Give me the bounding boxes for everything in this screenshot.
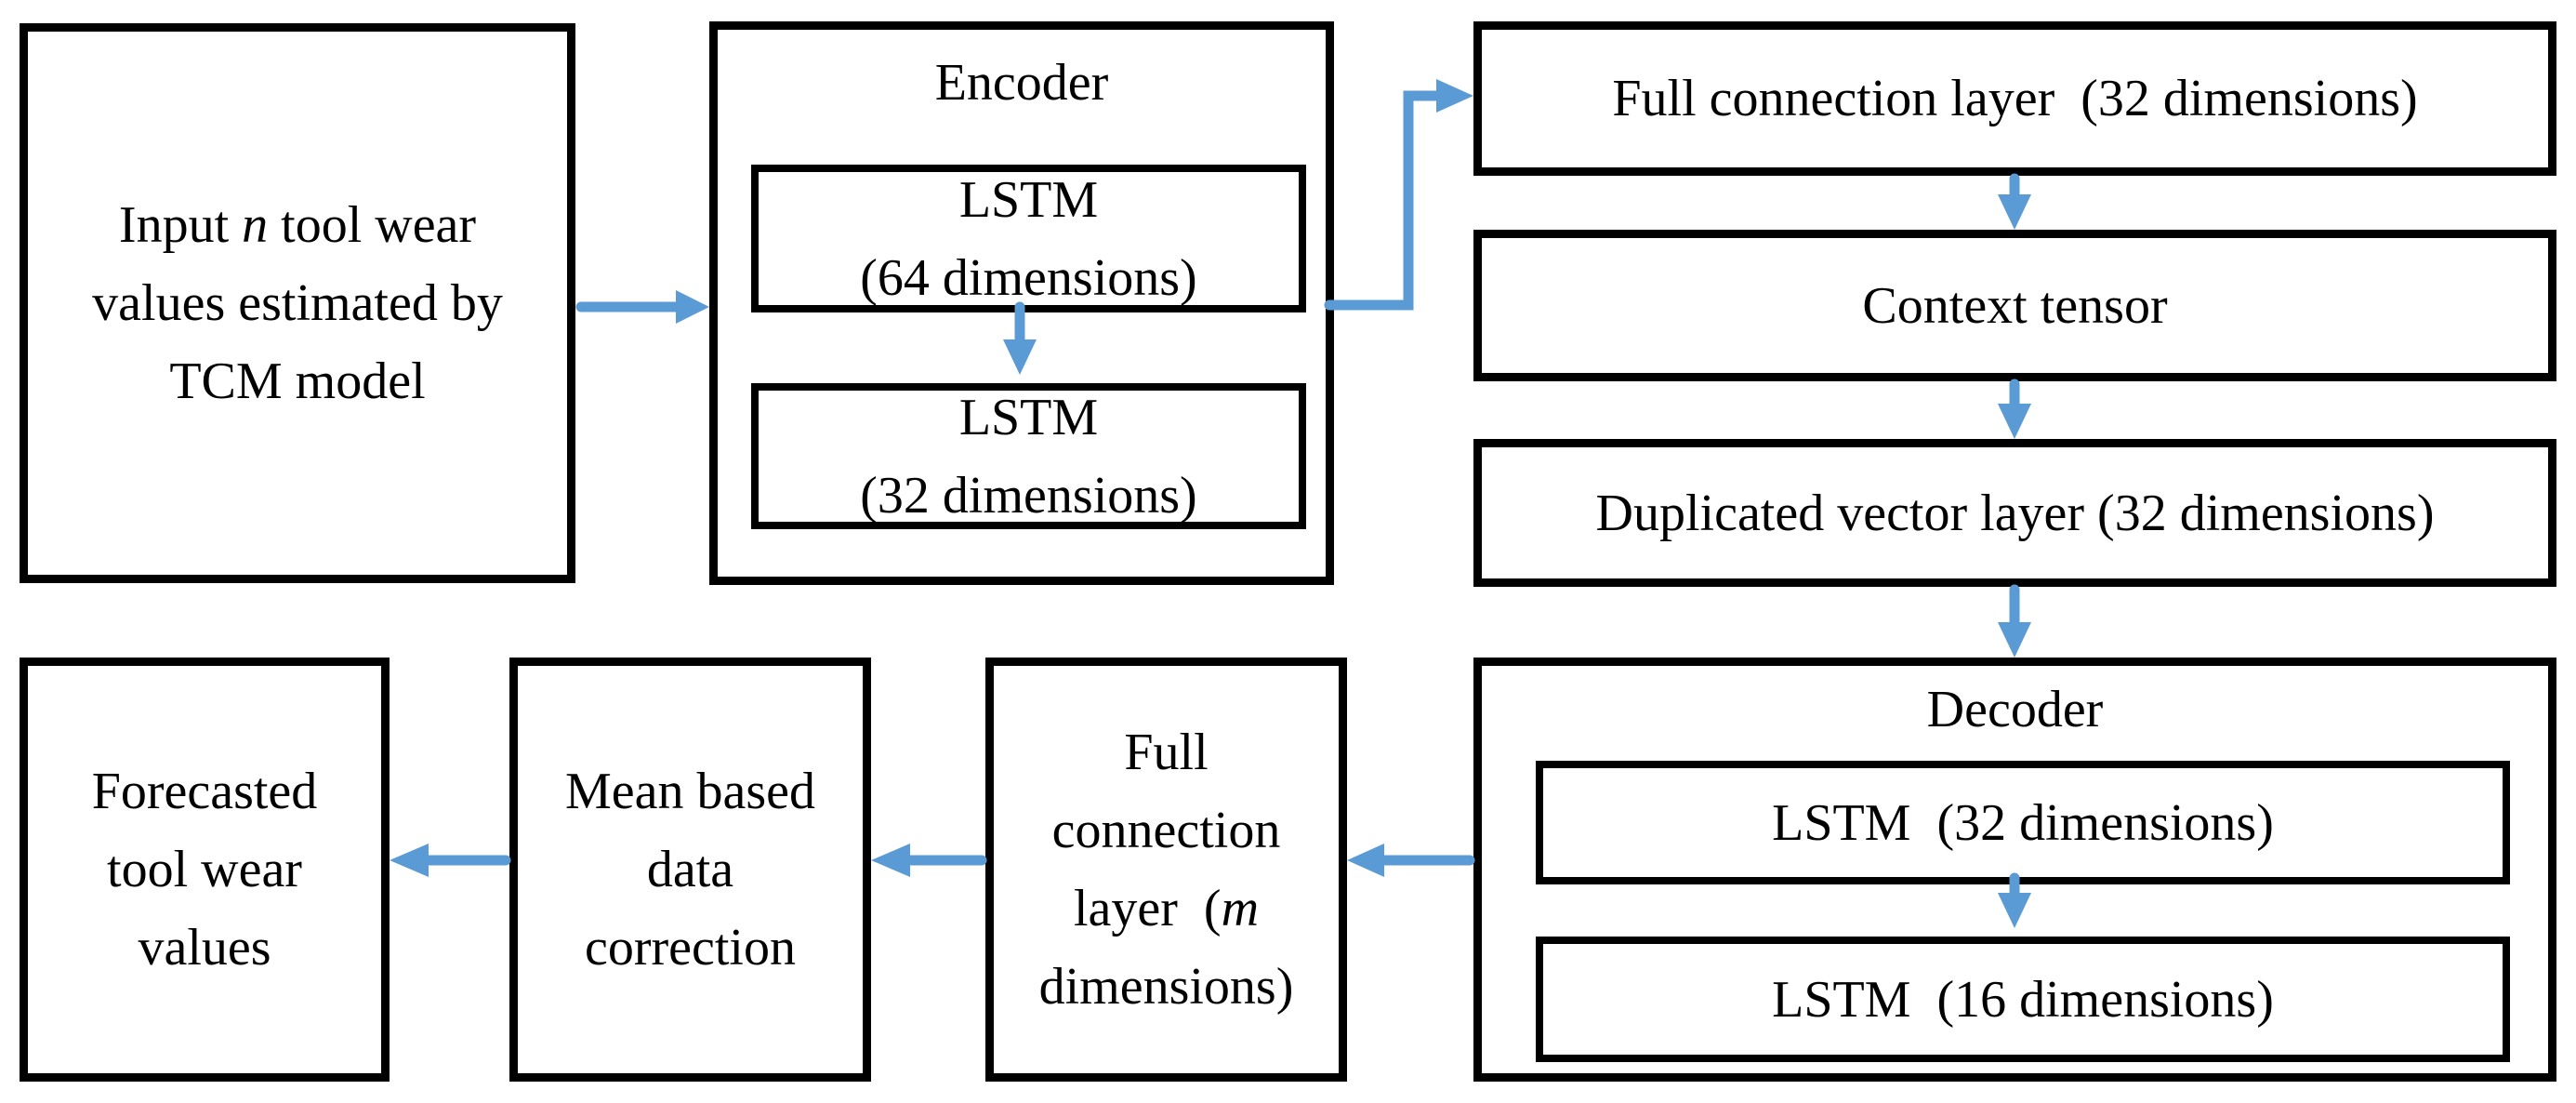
arrow-decoder-to-full-connection-m xyxy=(1347,844,1475,877)
full-connection-32-label: Full connection layer (32 dimensions) xyxy=(1612,70,2418,127)
decoder-title: Decoder xyxy=(1926,681,2104,738)
node-encoder-lstm32-box: LSTM (32 dimensions) xyxy=(751,383,1306,529)
full-connection-m-label-variable-m: m xyxy=(1221,880,1260,937)
arrow-mean-to-forecast xyxy=(390,844,511,877)
full-connection-m-label-line-2: connection xyxy=(1051,802,1281,859)
mean-correction-label-line-2: data xyxy=(646,841,734,898)
node-full-connection-m-box: Full connection layer (m dimensions) xyxy=(985,658,1347,1082)
input-label-line-1: Input n tool wear xyxy=(119,186,476,264)
arrow-full-connection-m-to-mean xyxy=(871,844,987,877)
arrow-duplicated-to-decoder xyxy=(1998,584,2031,658)
arrow-input-to-encoder xyxy=(575,290,709,324)
input-label-line-1-post: tool wear xyxy=(268,196,477,254)
node-duplicated-vector-box: Duplicated vector layer (32 dimensions) xyxy=(1473,439,2556,587)
arrow-full-connection-32-to-context xyxy=(1998,173,2031,230)
node-full-connection-32-box: Full connection layer (32 dimensions) xyxy=(1473,21,2556,176)
context-tensor-label: Context tensor xyxy=(1862,276,2168,335)
node-mean-correction-box: Mean based data correction xyxy=(509,658,871,1082)
full-connection-m-label-line-1: Full xyxy=(1124,724,1209,781)
node-input-box: Input n tool wear values estimated by TC… xyxy=(20,23,575,583)
node-forecast-box: Forecasted tool wear values xyxy=(20,658,390,1082)
mean-correction-label-line-3: correction xyxy=(585,919,796,977)
node-decoder-box: Decoder LSTM (32 dimensions) LSTM (16 di… xyxy=(1473,658,2556,1082)
forecast-label-line-2: tool wear xyxy=(107,841,302,898)
encoder-lstm32-label-line-2: (32 dimensions) xyxy=(860,466,1197,525)
forecast-label-line-3: values xyxy=(138,919,271,977)
node-encoder-box: Encoder LSTM (64 dimensions) LSTM (32 di… xyxy=(709,21,1334,585)
full-connection-m-label-line-3: layer (m xyxy=(1074,870,1259,948)
arrow-encoder-to-full-connection-32 xyxy=(1324,79,1473,311)
decoder-lstm16-label: LSTM (16 dimensions) xyxy=(1772,970,2274,1029)
full-connection-m-label-line-4: dimensions) xyxy=(1038,958,1294,1016)
decoder-lstm32-label: LSTM (32 dimensions) xyxy=(1772,793,2274,852)
node-encoder-lstm64-box: LSTM (64 dimensions) xyxy=(751,165,1306,312)
encoder-title: Encoder xyxy=(934,54,1109,112)
input-label-line-3: TCM model xyxy=(169,352,426,410)
node-decoder-lstm16-box: LSTM (16 dimensions) xyxy=(1536,937,2510,1062)
arrow-context-to-duplicated xyxy=(1998,379,2031,439)
forecast-label-line-1: Forecasted xyxy=(91,763,318,820)
node-context-tensor-box: Context tensor xyxy=(1473,230,2556,381)
input-label-variable-n: n xyxy=(242,196,269,254)
full-connection-m-label-line-3-pre: layer ( xyxy=(1073,880,1222,937)
duplicated-vector-label: Duplicated vector layer (32 dimensions) xyxy=(1595,484,2435,542)
input-label-line-2: values estimated by xyxy=(92,274,503,332)
encoder-lstm64-label-line-2: (64 dimensions) xyxy=(860,248,1197,307)
mean-correction-label-line-1: Mean based xyxy=(564,763,815,820)
node-decoder-lstm32-box: LSTM (32 dimensions) xyxy=(1536,761,2510,884)
encoder-lstm32-label-line-1: LSTM xyxy=(958,388,1099,446)
input-label-line-1-pre: Input xyxy=(118,196,243,254)
encoder-lstm64-label-line-1: LSTM xyxy=(958,170,1099,229)
